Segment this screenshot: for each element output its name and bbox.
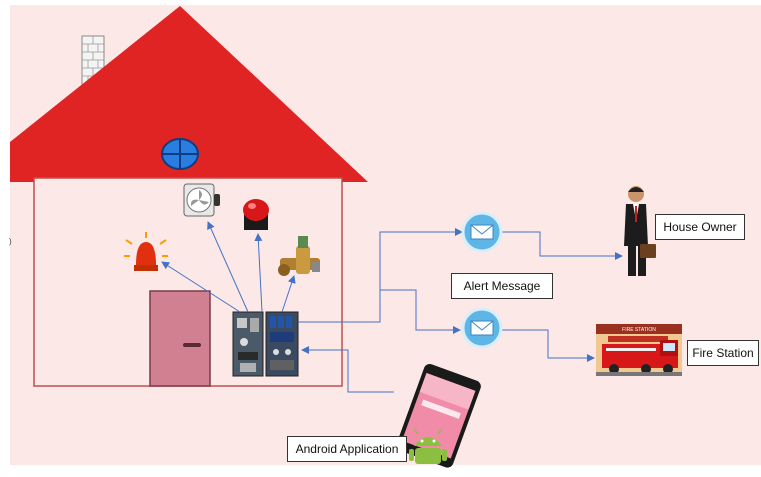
mail-icon bbox=[461, 307, 503, 349]
house-roof bbox=[10, 6, 368, 182]
house-door bbox=[149, 290, 211, 387]
alarm-siren-icon bbox=[124, 232, 168, 271]
relay-module-icon bbox=[265, 311, 299, 377]
controller-board-icon bbox=[232, 311, 264, 377]
android-phone-icon bbox=[396, 363, 481, 468]
mail-icon bbox=[461, 211, 503, 253]
message-arrows bbox=[298, 228, 623, 393]
round-window-icon bbox=[161, 138, 199, 170]
exhaust-fan-icon bbox=[183, 183, 220, 217]
android-application-label: Android Application bbox=[287, 436, 407, 462]
buzzer-icon bbox=[243, 199, 269, 230]
gas-valve-icon bbox=[278, 236, 320, 276]
fire-station-label: Fire Station bbox=[687, 340, 759, 366]
house-owner-label: House Owner bbox=[655, 214, 745, 240]
businessman-icon bbox=[624, 186, 656, 276]
fire-station-icon: FIRE STATION bbox=[596, 324, 682, 376]
alert-message-label: Alert Message bbox=[451, 273, 553, 299]
fire-station-sign: FIRE STATION bbox=[622, 327, 656, 333]
edge-mark: ) bbox=[9, 237, 12, 246]
device-arrows bbox=[161, 221, 296, 313]
